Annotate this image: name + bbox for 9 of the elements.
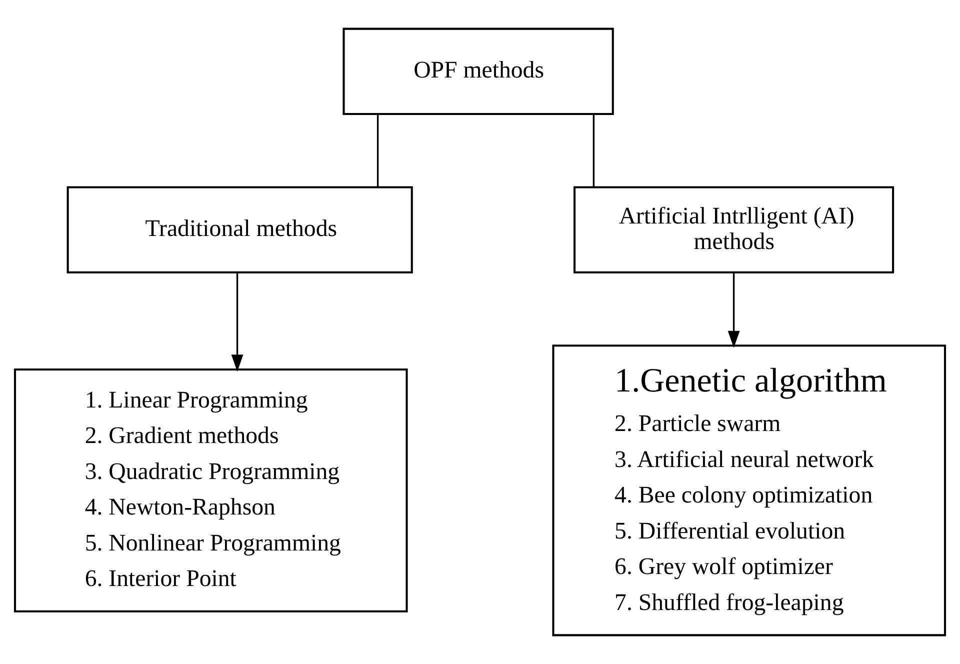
node-box: Traditional methods [66,186,413,274]
arrow [231,272,244,372]
arrow [728,272,740,348]
node-box: 1.Genetic algorithm 2. Particle swarm 3. Artificial neural network 4. Bee colony optimization 5. Differential evolution 6. Grey wolf optimizer 7. Shuffled frog-leaping [552,344,946,636]
connector [376,114,379,188]
node-box: 1. Linear Programming 2. Gradient methods 3. Quadratic Programming 4. Newton-Raphson 5. Nonlinear Programming 6. Interior Point [14,368,408,612]
node-box: Artificial Intrlligent (AI) methods [574,186,894,274]
node-box: OPF methods [342,28,614,115]
connector [592,114,595,188]
